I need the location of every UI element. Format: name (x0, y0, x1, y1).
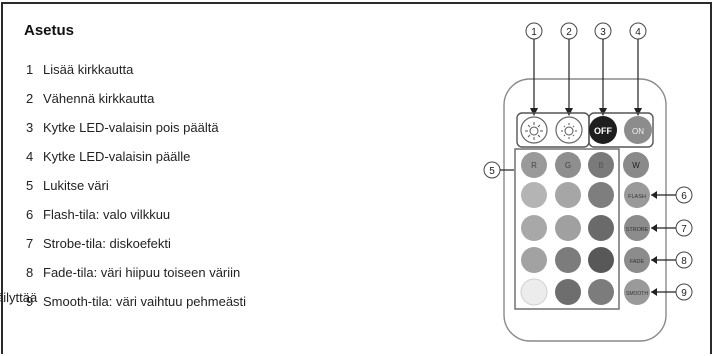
item-text: Kytke LED-valaisin päälle (43, 149, 191, 164)
color-button[interactable] (588, 279, 614, 305)
color-button[interactable] (555, 279, 581, 305)
color-button[interactable] (555, 182, 581, 208)
list-item: 3 Kytke LED-valaisin pois päältä (26, 120, 246, 149)
svg-text:3: 3 (600, 27, 606, 38)
svg-text:B: B (598, 161, 603, 170)
callout-8: 8 (651, 251, 693, 269)
item-number: 7 (26, 236, 34, 251)
color-button[interactable] (555, 247, 581, 273)
callout-2: 2 (560, 22, 578, 116)
list-item: 7 Strobe-tila: diskoefekti (26, 236, 246, 265)
list-item: 2 Vähennä kirkkautta (26, 91, 246, 120)
item-text: Lukitse väri (43, 178, 109, 193)
callout-3: 3 (594, 22, 612, 116)
callout-7: 7 (651, 219, 693, 237)
sun-dim-icon (561, 123, 577, 139)
item-number: 4 (26, 149, 34, 164)
svg-text:8: 8 (681, 256, 687, 267)
color-button[interactable] (588, 215, 614, 241)
list-item: 8 Fade-tila: väri hiipuu toiseen väriin (26, 265, 246, 294)
color-button[interactable] (521, 247, 547, 273)
item-number: 8 (26, 265, 34, 280)
color-grid-outline (514, 148, 620, 310)
flash-button[interactable]: FLASH (624, 182, 650, 208)
brightness-up-button[interactable] (520, 116, 548, 144)
remote-body (503, 78, 667, 342)
color-button[interactable] (521, 215, 547, 241)
callout-4: 4 (629, 22, 647, 116)
svg-text:9: 9 (681, 288, 687, 299)
svg-text:FLASH: FLASH (628, 194, 646, 200)
brightness-down-button[interactable] (555, 116, 583, 144)
svg-text:2: 2 (566, 27, 572, 38)
svg-text:1: 1 (531, 27, 537, 38)
list-item: 5 Lukitse väri (26, 178, 246, 207)
svg-text:FADE: FADE (630, 259, 645, 265)
color-button[interactable] (588, 182, 614, 208)
item-number: 1 (26, 62, 34, 77)
color-button[interactable] (555, 215, 581, 241)
svg-text:4: 4 (635, 27, 641, 38)
on-button[interactable]: ON (624, 116, 652, 144)
item-number: 3 (26, 120, 34, 135)
list-item: 6 Flash-tila: valo vilkkuu (26, 207, 246, 236)
item-text: Flash-tila: valo vilkkuu (43, 207, 171, 222)
sun-icon (525, 122, 543, 140)
svg-text:7: 7 (681, 224, 687, 235)
color-button[interactable] (520, 278, 548, 306)
item-text: Kytke LED-valaisin pois päältä (43, 120, 219, 135)
svg-text:G: G (565, 161, 571, 170)
svg-text:6: 6 (681, 191, 687, 202)
list-item: 4 Kytke LED-valaisin päälle (26, 149, 246, 178)
item-text: Lisää kirkkautta (43, 62, 134, 77)
blue-button[interactable]: B (588, 152, 614, 178)
svg-text:W: W (632, 161, 640, 170)
item-text: Smooth-tila: väri vaihtuu pehmeästi (43, 294, 247, 309)
callout-5: 5 (483, 161, 514, 179)
item-text: Fade-tila: väri hiipuu toiseen väriin (43, 265, 241, 280)
item-number: 6 (26, 207, 34, 222)
callout-1: 1 (525, 22, 543, 116)
off-button[interactable]: OFF (589, 116, 617, 144)
color-button[interactable] (521, 182, 547, 208)
overlapping-text-fragment: äilyttää (0, 290, 38, 305)
svg-text:ON: ON (632, 127, 644, 136)
color-button[interactable] (588, 247, 614, 273)
svg-text:SMOOTH: SMOOTH (626, 291, 648, 297)
svg-text:R: R (531, 161, 537, 170)
callout-9: 9 (651, 283, 693, 301)
item-number: 2 (26, 91, 34, 106)
list-item: 1 Lisää kirkkautta (26, 62, 246, 91)
red-button[interactable]: R (521, 152, 547, 178)
fade-button[interactable]: FADE (624, 247, 650, 273)
strobe-button[interactable]: STROBE (624, 215, 650, 241)
list-item: 9 Smooth-tila: väri vaihtuu pehmeästi (26, 294, 246, 323)
item-number: 5 (26, 178, 34, 193)
svg-text:STROBE: STROBE (626, 227, 649, 233)
item-text: Strobe-tila: diskoefekti (43, 236, 171, 251)
green-button[interactable]: G (555, 152, 581, 178)
item-number: 9 (26, 294, 34, 309)
item-text: Vähennä kirkkautta (43, 91, 155, 106)
callout-6: 6 (651, 186, 693, 204)
white-button[interactable]: W (623, 152, 649, 178)
svg-text:OFF: OFF (594, 126, 612, 136)
section-title: Asetus (24, 22, 75, 39)
smooth-button[interactable]: SMOOTH (624, 279, 650, 305)
svg-text:5: 5 (489, 166, 495, 177)
